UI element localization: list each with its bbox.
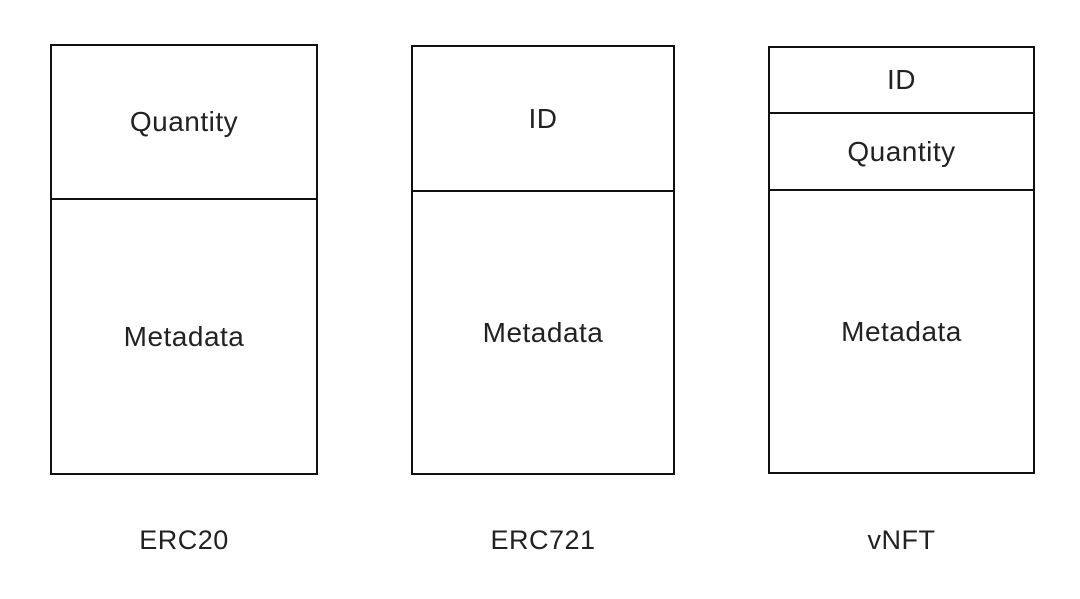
vnft-id-section: ID (770, 48, 1033, 114)
erc721-label: ERC721 (490, 525, 596, 555)
erc20-quantity-section: Quantity (52, 46, 316, 200)
erc721-id-section: ID (413, 47, 673, 192)
erc721-metadata-section: Metadata (482, 316, 604, 348)
vnft-quantity-section: Quantity (770, 114, 1033, 191)
erc20-label: ERC20 (139, 525, 229, 555)
vnft-label: vNFT (867, 525, 936, 555)
erc20-box: Quantity Metadata (50, 44, 318, 475)
erc20-metadata-section: Metadata (123, 320, 245, 352)
vnft-metadata-section: Metadata (841, 315, 962, 347)
vnft-box: ID Quantity Metadata (768, 46, 1035, 474)
erc721-box: ID Metadata (411, 45, 675, 475)
